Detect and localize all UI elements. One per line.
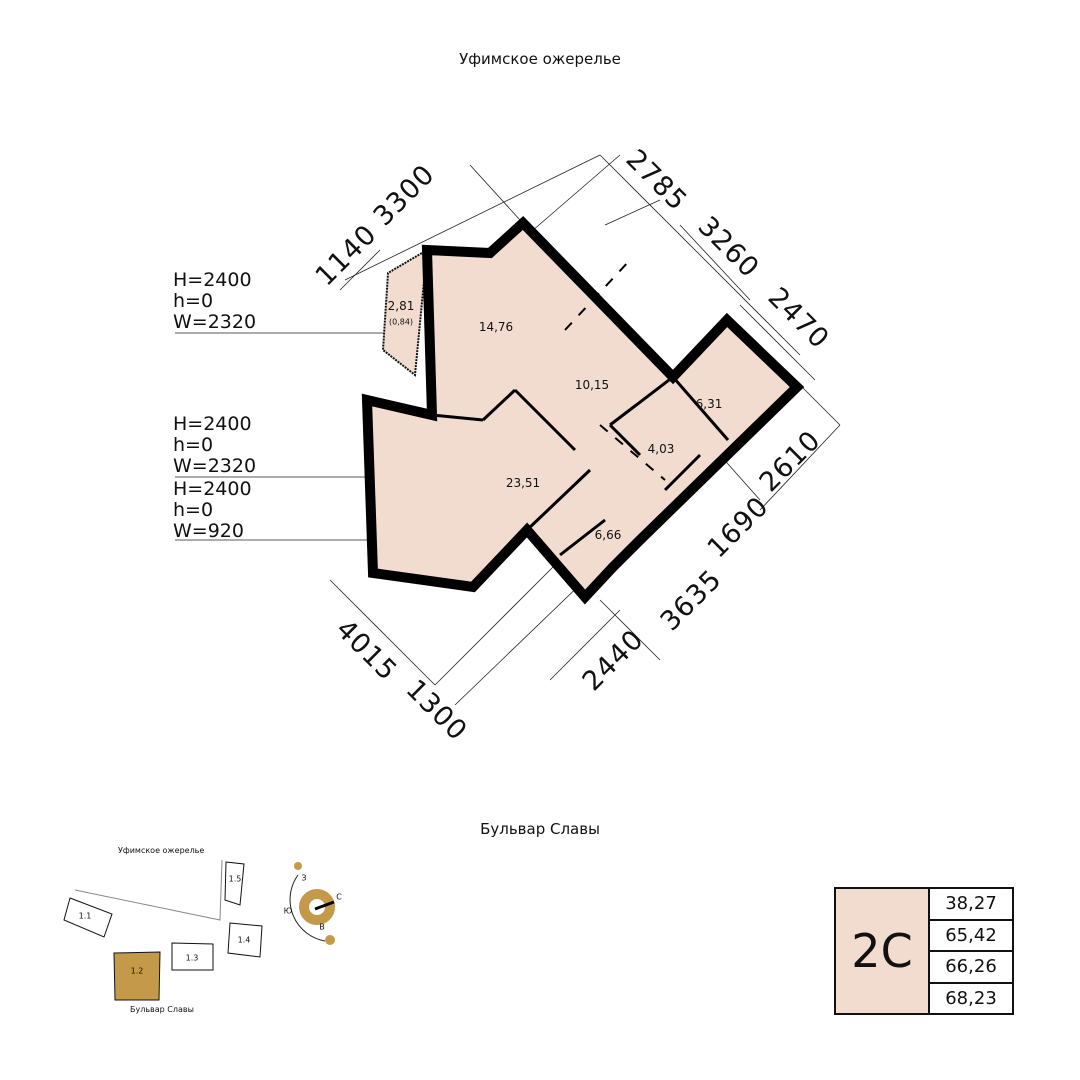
building-label: 1.2 — [130, 966, 144, 976]
site-plan — [63, 859, 263, 1001]
area-value: 68,23 — [945, 987, 997, 1009]
room-area-bath: 6,31 — [695, 397, 723, 411]
apartment-summary: 2С 38,27 65,42 66,26 68,23 — [834, 887, 1014, 1015]
apartment-outline — [361, 216, 805, 605]
site-street-bottom: Бульвар Славы — [130, 1005, 194, 1014]
compass-west: З — [301, 873, 307, 883]
loggia — [381, 248, 429, 377]
window-spec: H=2400 h=0 W=2320 — [173, 414, 256, 477]
room-area-closet: 4,03 — [647, 442, 675, 456]
site-street-top: Уфимское ожерелье — [118, 846, 205, 855]
apartment-type: 2С — [836, 889, 930, 1013]
compass-east: В — [319, 922, 325, 932]
window-sill: h=0 — [173, 499, 214, 521]
window-width: W=2320 — [173, 455, 257, 477]
compass — [289, 862, 335, 945]
window-height: H=2400 — [173, 269, 252, 291]
compass-north: С — [336, 892, 342, 902]
interior-walls — [431, 375, 730, 557]
window-spec: H=2400 h=0 W=2320 — [173, 270, 256, 333]
room-area-bedroom: 23,51 — [505, 476, 541, 490]
compass-south: Ю — [283, 906, 293, 916]
building-label: 1.1 — [78, 911, 92, 921]
building-label: 1.4 — [237, 935, 251, 945]
sun-icon — [294, 862, 302, 870]
building-label: 1.3 — [185, 953, 199, 963]
window-height: H=2400 — [173, 413, 252, 435]
window-width: W=920 — [173, 520, 244, 542]
room-area-living: 14,76 — [478, 320, 514, 334]
area-value: 65,42 — [930, 921, 1012, 952]
area-value: 66,26 — [930, 952, 1012, 984]
sun-icon — [325, 935, 335, 945]
window-sill: h=0 — [173, 434, 214, 456]
room-area-kitchen: 10,15 — [574, 378, 610, 392]
window-spec: H=2400 h=0 W=920 — [173, 479, 252, 542]
window-height: H=2400 — [173, 478, 252, 500]
street-bottom-label: Бульвар Славы — [480, 820, 600, 838]
room-area-hall: 6,66 — [594, 528, 622, 542]
window-sill: h=0 — [173, 290, 214, 312]
room-area-loggia-reduced: (0,84) — [388, 317, 414, 327]
area-value: 38,27 — [930, 889, 1012, 921]
street-top-label: Уфимское ожерелье — [459, 50, 621, 68]
building-label: 1.5 — [228, 874, 242, 884]
window-width: W=2320 — [173, 311, 257, 333]
room-area-loggia: 2,81 — [387, 299, 415, 313]
